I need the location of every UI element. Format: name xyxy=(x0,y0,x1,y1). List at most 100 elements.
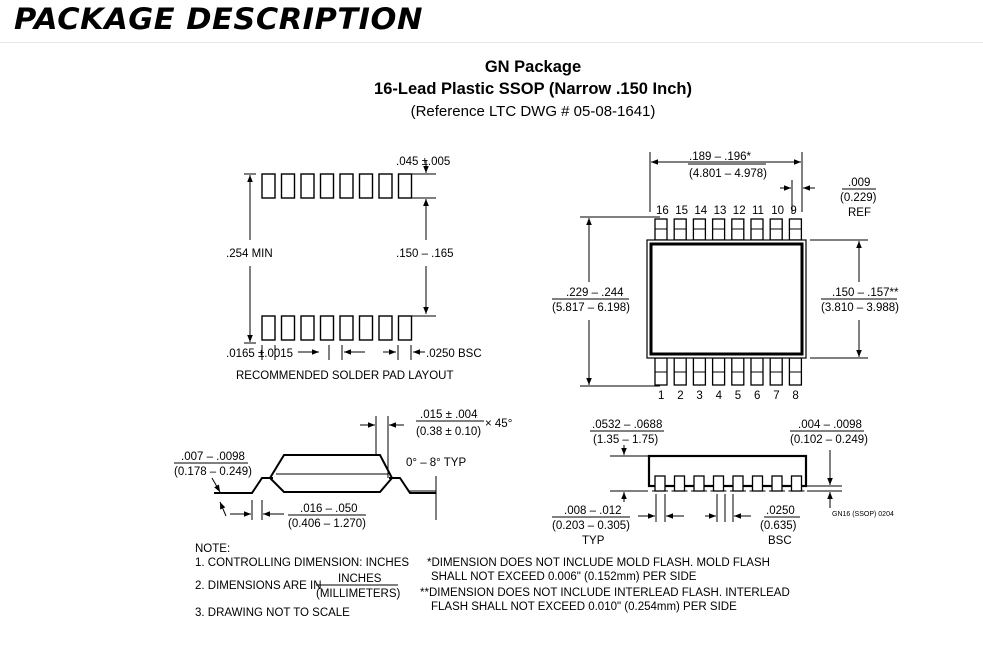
ref-label: REF xyxy=(848,207,871,219)
note-2: 2. DIMENSIONS ARE IN xyxy=(195,580,322,592)
solder-pad xyxy=(378,173,393,199)
pin-number: 11 xyxy=(752,205,764,217)
pin-number: 1 xyxy=(658,390,664,402)
side-lead xyxy=(673,475,686,492)
pin-number: 6 xyxy=(754,390,760,402)
pitch-mm-label: (0.635) xyxy=(760,520,797,532)
lead-width-mm-label: (0.203 – 0.305) xyxy=(552,520,630,532)
bottom-pads xyxy=(261,315,413,341)
note-star-1-line-1: *DIMENSION DOES NOT INCLUDE MOLD FLASH. … xyxy=(427,557,770,569)
pin-number: 5 xyxy=(735,390,741,402)
notes: NOTE: 1. CONTROLLING DIMENSION: INCHES 2… xyxy=(195,543,790,619)
pitch-note: BSC xyxy=(768,535,792,547)
total-width-in-label: .229 – .244 xyxy=(566,287,624,299)
solder-pad xyxy=(300,173,315,199)
solder-pad xyxy=(358,315,374,341)
note-star-2-line-1: **DIMENSION DOES NOT INCLUDE INTERLEAD F… xyxy=(420,587,790,599)
pin-number: 10 xyxy=(771,205,784,217)
pad-height-label: .045 ±.005 xyxy=(396,156,450,168)
pitch-in-label: .0250 xyxy=(766,505,795,517)
side-lead xyxy=(751,475,764,492)
side-lead xyxy=(732,475,744,492)
top-leads xyxy=(654,218,803,241)
lead-thickness-mm-label: (0.178 – 0.249) xyxy=(174,466,252,478)
pin-number: 7 xyxy=(773,390,779,402)
body-width-mm-label: (3.810 – 3.988) xyxy=(821,302,899,314)
package-subtitle: 16-Lead Plastic SSOP (Narrow .150 Inch) xyxy=(374,80,692,98)
pad-pitch-label: .0250 BSC xyxy=(426,348,482,360)
side-lead xyxy=(654,475,666,492)
pin-number: 15 xyxy=(675,205,688,217)
lead-width-note: TYP xyxy=(582,535,605,547)
solder-pad xyxy=(378,315,393,341)
foot-length-in-label: .016 – .050 xyxy=(300,503,358,515)
solder-pad-caption: RECOMMENDED SOLDER PAD LAYOUT xyxy=(236,370,453,382)
chamfer-angle-label: × 45° xyxy=(485,418,512,430)
package-reference: (Reference LTC DWG # 05-08-1641) xyxy=(410,103,656,120)
note-2-denominator: (MILLIMETERS) xyxy=(316,588,401,600)
package-name: GN Package xyxy=(484,58,582,76)
note-2-numerator: INCHES xyxy=(338,573,382,585)
pad-span-label: .150 – .165 xyxy=(396,248,454,260)
body-width-in-label: .150 – .157** xyxy=(832,287,899,299)
solder-pad xyxy=(261,173,276,199)
standoff-in-label: .004 – .0098 xyxy=(798,419,862,431)
package-body-inner xyxy=(649,242,804,356)
drawing-id: GN16 (SSOP) 0204 xyxy=(832,511,894,518)
pad-width-label: .0165 ±.0015 xyxy=(226,348,293,360)
lead-thickness-in-label: .007 – .0098 xyxy=(181,451,245,463)
pin-number: 8 xyxy=(792,390,798,402)
pin-number: 12 xyxy=(733,205,746,217)
side-view-left: .015 ± .004 (0.38 ± 0.10) × 45° 0° – 8° … xyxy=(174,409,512,530)
note-3: 3. DRAWING NOT TO SCALE xyxy=(195,607,350,619)
standoff-mm-label: (0.102 – 0.249) xyxy=(790,434,868,446)
ref-mm-label: (0.229) xyxy=(840,192,877,204)
top-pin-numbers: 16 15 14 13 12 11 10 9 xyxy=(656,205,797,217)
solder-pad xyxy=(339,315,354,341)
side-lead xyxy=(712,475,725,492)
pin-number: 4 xyxy=(716,390,723,402)
total-width-mm-label: (5.817 – 6.198) xyxy=(552,302,630,314)
ref-in-label: .009 xyxy=(848,177,870,189)
pad-min-span-label: .254 MIN xyxy=(226,248,273,260)
side-lead xyxy=(790,475,803,492)
package-body-outer xyxy=(646,239,807,359)
solder-pad xyxy=(280,173,296,199)
lead-width-in-label: .008 – .012 xyxy=(564,505,622,517)
title-divider xyxy=(0,42,983,43)
pin-number: 2 xyxy=(677,390,683,402)
pin-number: 9 xyxy=(790,205,796,217)
height-in-label: .0532 – .0688 xyxy=(592,419,662,431)
chamfer-in-label: .015 ± .004 xyxy=(420,409,478,421)
page-title: PACKAGE DESCRIPTION xyxy=(14,2,423,36)
solder-pad xyxy=(280,315,296,341)
pin-number: 14 xyxy=(694,205,707,217)
bottom-leads xyxy=(654,357,803,386)
side-lead xyxy=(771,475,783,492)
chamfer-mm-label: (0.38 ± 0.10) xyxy=(416,426,481,438)
length-in-label: .189 – .196* xyxy=(689,151,752,163)
solder-pad xyxy=(397,173,413,199)
note-star-2-line-2: FLASH SHALL NOT EXCEED 0.010" (0.254mm) … xyxy=(431,601,737,613)
foot-length-mm-label: (0.406 – 1.270) xyxy=(288,518,366,530)
side-view-right: .0532 – .0688 (1.35 – 1.75) .004 – .0098… xyxy=(552,419,894,547)
pin-number: 13 xyxy=(714,205,727,217)
solder-pad xyxy=(261,315,276,341)
side-lead xyxy=(693,475,705,492)
note-1: 1. CONTROLLING DIMENSION: INCHES xyxy=(195,557,409,569)
solder-pad xyxy=(339,173,354,199)
top-pads xyxy=(261,173,413,199)
note-star-1-line-2: SHALL NOT EXCEED 0.006" (0.152mm) PER SI… xyxy=(431,571,697,583)
solder-pad xyxy=(397,315,413,341)
solder-pad-layout: .254 MIN .045 ±.005 .150 – .165 .0165 ±.… xyxy=(226,156,482,382)
solder-pad xyxy=(300,315,315,341)
height-mm-label: (1.35 – 1.75) xyxy=(593,434,658,446)
solder-pad xyxy=(319,173,335,199)
side-leads xyxy=(652,475,805,492)
solder-pad xyxy=(358,173,374,199)
length-mm-label: (4.801 – 4.978) xyxy=(689,168,767,180)
pin-number: 16 xyxy=(656,205,669,217)
pin-number: 3 xyxy=(696,390,702,402)
